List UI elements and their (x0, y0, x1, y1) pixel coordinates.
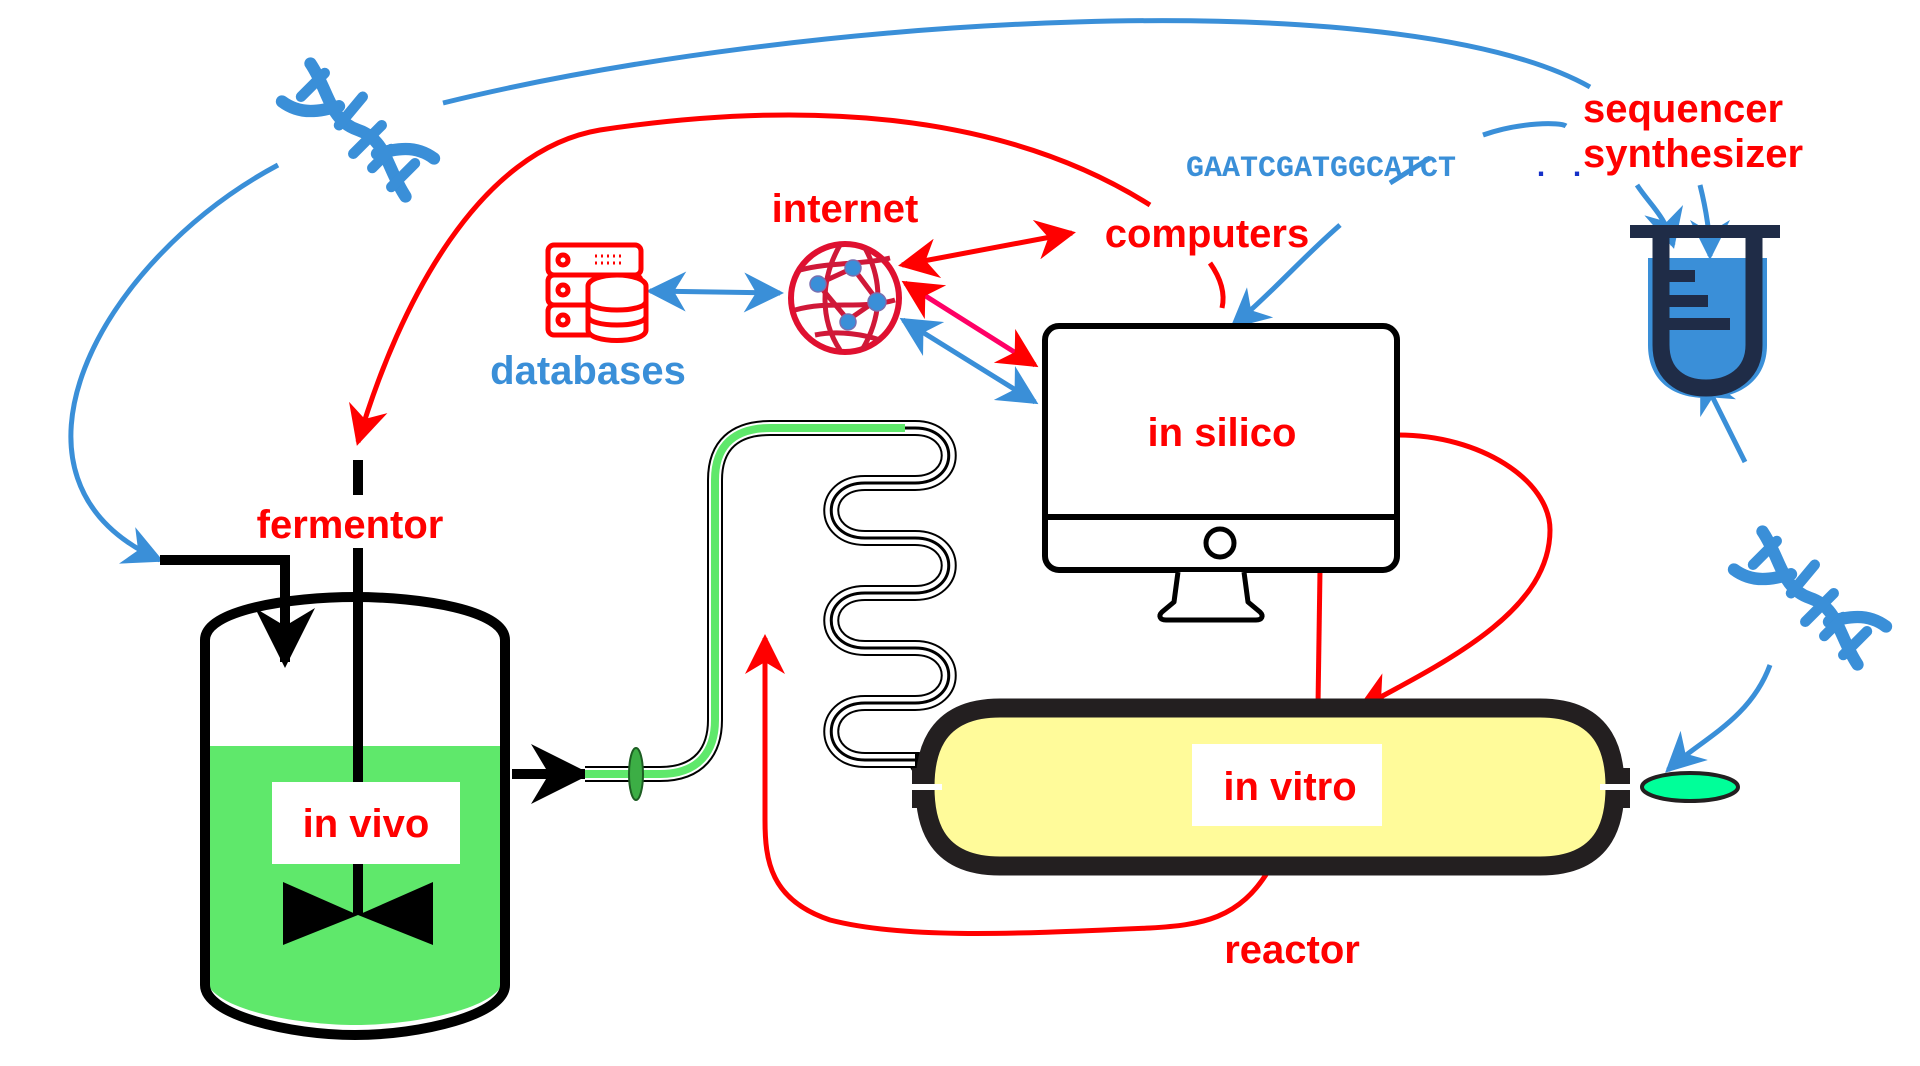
dna-helix-icon (282, 63, 434, 196)
internet-computer-pink-arrow (901, 280, 1039, 368)
globe-network-icon (788, 241, 902, 355)
in-silico-label: in silico (1148, 411, 1297, 455)
computers-to-fermentor-arrow (349, 112, 1152, 446)
in-vitro-label: in vitro (1223, 765, 1356, 809)
internet-label: internet (772, 187, 919, 231)
sequence-to-computer-tail (1388, 155, 1432, 186)
internet-computer-blue-arrow (899, 317, 1039, 405)
sequence-to-computer-arrow (1229, 223, 1342, 329)
fermentor-label: fermentor (257, 503, 444, 547)
in-vivo-label: in vivo (303, 802, 430, 846)
coiled-tube-icon (585, 420, 957, 801)
dna-sequence-ellipsis: . . (1532, 152, 1586, 186)
databases-label: databases (490, 349, 686, 393)
dna-to-outlet-arrow (1665, 664, 1773, 773)
dna-sequence-text: GAATCGATGGCATCT (1186, 152, 1456, 186)
reactor-label: reactor (1224, 928, 1360, 972)
sequencer-to-tube-arrow-2 (1689, 184, 1730, 260)
dna-to-fermentor-arrow (68, 162, 280, 564)
synthesizer-label: synthesizer (1583, 132, 1803, 176)
sequencer-label: sequencer (1583, 87, 1783, 131)
dna-to-sequencer-arc (442, 18, 1592, 106)
databases-internet-arrow (646, 271, 784, 313)
in-vivo-label-box (272, 782, 460, 864)
internet-computers-arrow (898, 220, 1076, 278)
reactor-to-coil-arrow (745, 634, 1273, 936)
dna-helix-icon (1734, 532, 1886, 665)
computers-tick (1207, 261, 1226, 309)
computer-to-reactor-line (1315, 569, 1323, 707)
computer-to-reactor-arrow (1356, 432, 1553, 711)
in-vitro-label-box (1192, 744, 1382, 826)
database-server-icon (545, 242, 649, 343)
computers-label: computers (1105, 212, 1310, 256)
test-tube-icon (1630, 225, 1780, 398)
sequence-to-sequencer-link (1482, 121, 1568, 138)
desktop-monitor-icon (1042, 323, 1400, 623)
